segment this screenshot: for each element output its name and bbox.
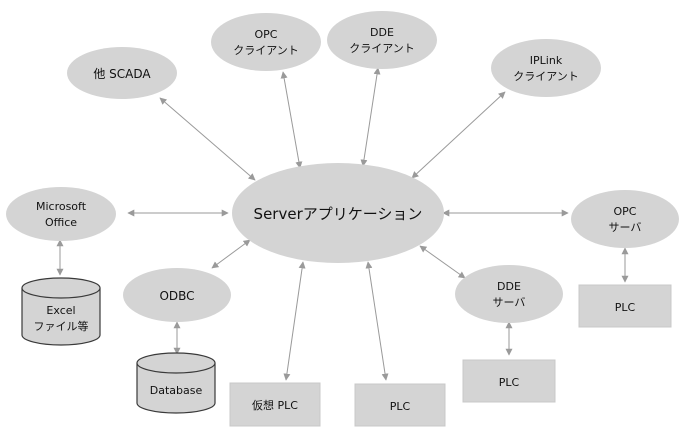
connector-center-odbc [211,239,251,269]
dde-server-label-line2: サーバ [493,296,526,309]
iplink-client-label-line2: クライアント [513,70,579,83]
iplink-client-label-line1: IPLink [530,54,563,67]
plc-opc-label: PLC [615,301,636,314]
plc-dde-box: PLC [462,359,556,403]
connector-center-other-scada [159,97,256,181]
opc-client-label-line1: OPC [255,28,278,41]
connector-center-virtual-plc [283,261,306,381]
opc-server-node: OPC サーバ [571,190,679,248]
microsoft-office-label-line2: Office [45,216,77,229]
dde-client-label-line1: DDE [370,26,394,39]
plc-center-label: PLC [390,400,411,413]
opc-client-label-line2: クライアント [233,44,299,57]
opc-client-node: OPC クライアント [211,13,321,71]
plc-center-box: PLC [354,383,446,427]
connector-center-iplink-client [411,91,506,179]
other-scada-node: 他 SCADA [67,47,177,99]
excel-files-cylinder: Excel ファイル等 [21,277,101,346]
database-cylinder: Database [136,352,216,414]
odbc-node: ODBC [123,268,231,322]
connector-center-dde-server [419,245,466,279]
connectors [56,67,629,381]
dde-server-node: DDE サーバ [455,265,563,323]
connector-center-opc-client [280,71,303,169]
microsoft-office-node: Microsoft Office [6,187,116,241]
virtual-plc-label: 仮想 PLC [252,398,298,412]
connector-center-dde-client [360,67,381,167]
dde-server-label-line1: DDE [497,280,521,293]
microsoft-office-label-line1: Microsoft [36,200,87,213]
iplink-client-node: IPLink クライアント [491,39,601,97]
other-scada-label: 他 SCADA [93,67,151,81]
opc-server-label-line1: OPC [614,205,637,218]
odbc-label: ODBC [159,289,194,303]
virtual-plc-box: 仮想 PLC [229,382,321,427]
dde-client-node: DDE クライアント [327,11,437,69]
server-application-node: Serverアプリケーション [232,163,444,263]
opc-server-label-line2: サーバ [609,221,642,234]
database-label: Database [150,384,203,397]
excel-files-label-line2: ファイル等 [34,319,89,333]
plc-opc-box: PLC [578,284,672,328]
dde-client-label-line2: クライアント [349,42,415,55]
plc-dde-label: PLC [499,376,520,389]
connector-center-plc [365,261,389,381]
server-application-label: Serverアプリケーション [254,205,423,223]
excel-files-label-line1: Excel [46,304,75,317]
